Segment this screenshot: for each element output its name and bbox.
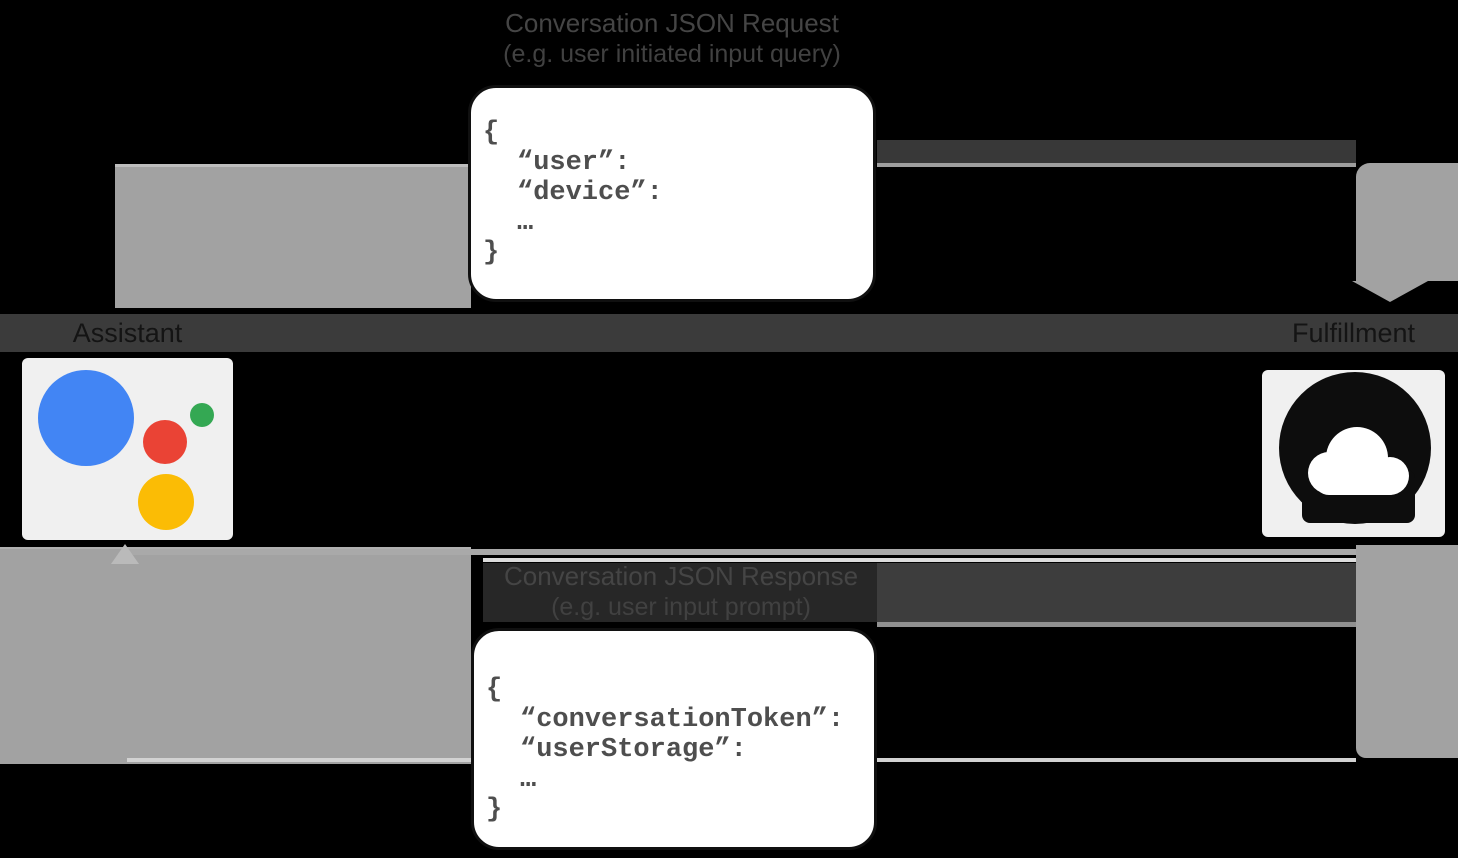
response-arrowhead-up-icon (111, 544, 139, 564)
response-title-line1: Conversation JSON Response (503, 561, 859, 591)
cloud-icon (1262, 370, 1445, 537)
request-json-card: { “user”: “device”: … } (468, 85, 876, 302)
response-arrow-shaft-left (0, 547, 471, 764)
response-label-strip (877, 563, 1356, 622)
response-code-line: “conversationToken”: (520, 705, 845, 735)
request-arrowhead-down-icon (1352, 281, 1428, 302)
response-code-line: … (520, 765, 537, 795)
response-code-line: “userStorage”: (520, 735, 747, 765)
request-code-line: “device”: (517, 178, 663, 208)
cloud-glyph (1279, 372, 1431, 524)
request-code-line: { (483, 118, 500, 148)
request-title-line2: (e.g. user initiated input query) (503, 40, 841, 68)
response-code-line: } (486, 795, 503, 825)
google-assistant-icon (22, 358, 233, 540)
response-arrow-shaft-right (1356, 545, 1458, 758)
request-title-line1: Conversation JSON Request (505, 8, 839, 38)
response-json-card: { “conversationToken”: “userStorage”: … … (471, 628, 877, 850)
cloud-base (1314, 465, 1404, 495)
fulfillment-label: Fulfillment (1291, 318, 1416, 348)
response-code-line: { (486, 675, 503, 705)
request-title: Conversation JSON Request (e.g. user ini… (503, 8, 841, 68)
response-label-strip (483, 563, 877, 622)
response-title-line2: (e.g. user input prompt) (551, 593, 811, 621)
assistant-green-circle (190, 403, 214, 427)
assistant-red-circle (143, 420, 187, 464)
assistant-label: Assistant (72, 318, 183, 348)
response-arrow-highlight (483, 558, 1356, 562)
request-code-line: } (483, 238, 500, 268)
response-arrow-top-edge (125, 549, 1356, 555)
request-arrow-shaft-right (1356, 163, 1458, 281)
google-assistant-logo (38, 370, 214, 530)
assistant-yellow-circle (138, 474, 194, 530)
actors-bar (0, 314, 1458, 352)
request-arrow-top-edge (877, 163, 1356, 167)
request-code-line: … (517, 208, 534, 238)
assistant-blue-circle (38, 370, 134, 466)
request-code-line: “user”: (517, 148, 631, 178)
response-strip-edge (877, 622, 1356, 627)
request-label-strip (877, 140, 1356, 163)
response-title: Conversation JSON Response (e.g. user in… (504, 561, 858, 621)
request-arrow-shaft-left (115, 164, 471, 308)
